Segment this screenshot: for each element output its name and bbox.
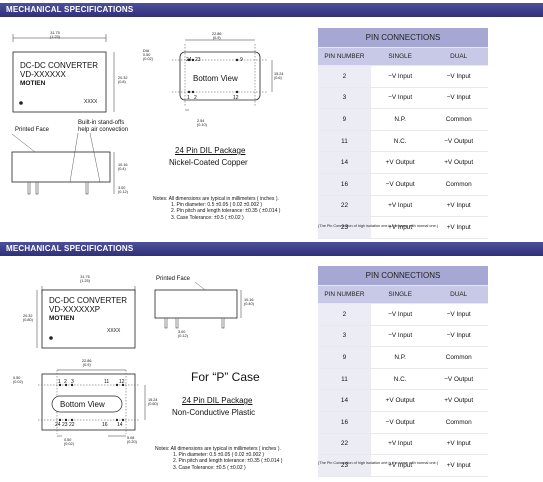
top-module-brand: MOTIEN [20,80,46,87]
top-col-dual: DUAL [429,47,488,66]
top-pitch-dim: 22.86(0.9) [212,32,222,40]
bot-pin-23: 23 [62,422,68,428]
top-col-pin: PIN NUMBER [318,47,371,66]
bot-case-label: For “P” Case [191,370,260,384]
bot-pin-11: 11 [104,379,110,385]
bot-col-dual: DUAL [429,285,488,304]
bot-pin-table: PIN CONNECTIONS PIN NUMBER SINGLE DUAL 2… [318,266,488,477]
top-col-single: SINGLE [370,47,430,66]
bot-table-footnote: (The Pin Connection of high isolation on… [318,461,439,465]
table-row: 2−V Input−V Input [318,303,488,326]
top-printed-face-label: Printed Face [15,127,50,133]
table-row: 23+V Input+V Input [318,454,488,477]
table-row: 22+V Input+V Input [318,195,488,218]
top-pinside-dim: 15.24(0.6) [274,72,284,80]
bot-note-1: 1. Pin diameter: 0.5 ±0.05 ( 0.02 ±0.002… [173,452,265,459]
top-pin-24: 24 [186,57,192,63]
bot-col-single: SINGLE [370,285,430,304]
bot-leadbot-dim: 0.50(0.02) [64,438,74,446]
table-row: 3−V Input−V Input [318,325,488,348]
table-row: 14+V Output+V Output [318,389,488,412]
top-module-line2: VD-XXXXXX [20,70,66,79]
top-pin-1: 1 [187,95,190,101]
top-table-footnote: (The Pin Connection of high isolation on… [318,224,439,228]
bot-module-line1: DC-DC CONVERTER [49,296,128,305]
table-row: 22+V Input+V Input [318,433,488,456]
top-note-1: 1. Pin diameter: 0.5 ±0.05 ( 0.02 ±0.002… [171,202,263,209]
bot-pin-14: 14 [117,422,123,428]
bot-table-title: PIN CONNECTIONS [318,266,488,286]
top-package-material: Nickel-Coated Copper [169,158,248,167]
bot-pitch-dim: 22.86(0.9) [82,359,92,367]
bot-pin-22: 22 [69,422,75,428]
bot-note-3: 3. Case Tolerance: ±0.5 ( ±0.02 ) [173,464,246,471]
top-bottom-view-label: Bottom View [193,74,238,83]
bot-pin-2: 2 [64,379,67,385]
top-pin-12: 12 [233,95,239,101]
bot-notes: Notes: All dimensions are typical in mil… [155,446,282,471]
top-module-outline [11,34,273,195]
top-pin-table: PIN CONNECTIONS PIN NUMBER SINGLE DUAL 2… [318,28,488,239]
bot-col-pin: PIN NUMBER [318,285,371,304]
bot-pin-24: 24 [55,422,61,428]
top-table-title: PIN CONNECTIONS [318,28,488,48]
top-module-code: XXXX [84,99,98,105]
top-lead-dim: 3.00(0.12) [118,186,128,194]
top-width-dim: 31.75(1.25) [50,31,60,39]
top-standoff-label: Built-in stand-offs help air convection [78,120,129,133]
bot-printed-face-label: Printed Face [156,276,191,282]
bot-module-line2: VD-XXXXXXP [49,305,101,314]
bot-thick-dim: 10.16(0.40) [244,298,254,306]
bot-pin-3: 3 [71,379,74,385]
bot-module-code: XXXX [107,328,121,334]
bot-package-material: Non-Conductive Plastic [172,408,256,417]
top-note-2: 2. Pin pitch and length tolerance: ±0.35… [171,208,281,215]
bot-width-dim: 31.75(1.25) [80,275,90,283]
bot-module-brand: MOTIEN [49,315,75,322]
bot-bottom-view-label: Bottom View [60,400,105,409]
bot-note-2: 2. Pin pitch and length tolerance: ±0.35… [173,458,283,465]
bot-pin-12: 12 [119,379,125,385]
table-row: 3−V Input−V Input [318,87,488,110]
table-row: 23+V Input+V Input [318,216,488,239]
bot-package-title: 24 Pin DIL Package [182,396,253,405]
top-notes-title: Notes: All dimensions are typical in mil… [153,196,279,202]
bot-notes-title: Notes: All dimensions are typical in mil… [155,446,281,452]
table-row: 2−V Input−V Input [318,65,488,88]
table-row: 14+V Output+V Output [318,151,488,174]
top-package-title: 24 Pin DIL Package [175,146,246,155]
top-note-3: 3. Case Tolerance: ±0.5 ( ±0.02 ) [171,214,244,221]
top-pin-9: 9 [240,57,243,63]
section-header-top: MECHANICAL SPECIFICATIONS [0,3,543,17]
bot-lead-dim: 3.00(0.12) [178,330,188,338]
bot-height-dim: 20.32(0.80) [23,314,33,322]
section-header-bottom: MECHANICAL SPECIFICATIONS [0,242,543,256]
top-notes: Notes: All dimensions are typical in mil… [153,196,280,221]
bot-pinoff-dim: 5.08(0.20) [127,436,137,444]
top-height-dim: 20.32(0.8) [118,76,128,84]
bot-pin-16: 16 [102,422,108,428]
top-pin-23: 23 [195,57,201,63]
top-pin-2: 2 [194,95,197,101]
top-pinsp-dim: 2.54(0.10) [197,119,207,127]
bot-pinside-dim: 15.24(0.60) [148,398,158,406]
bot-pin-1: 1 [58,379,61,385]
top-module-line1: DC-DC CONVERTER [20,61,99,70]
bot-edge-dim: 0.50(0.02) [13,376,23,384]
top-thick-dim: 10.16(0.4) [118,163,128,171]
